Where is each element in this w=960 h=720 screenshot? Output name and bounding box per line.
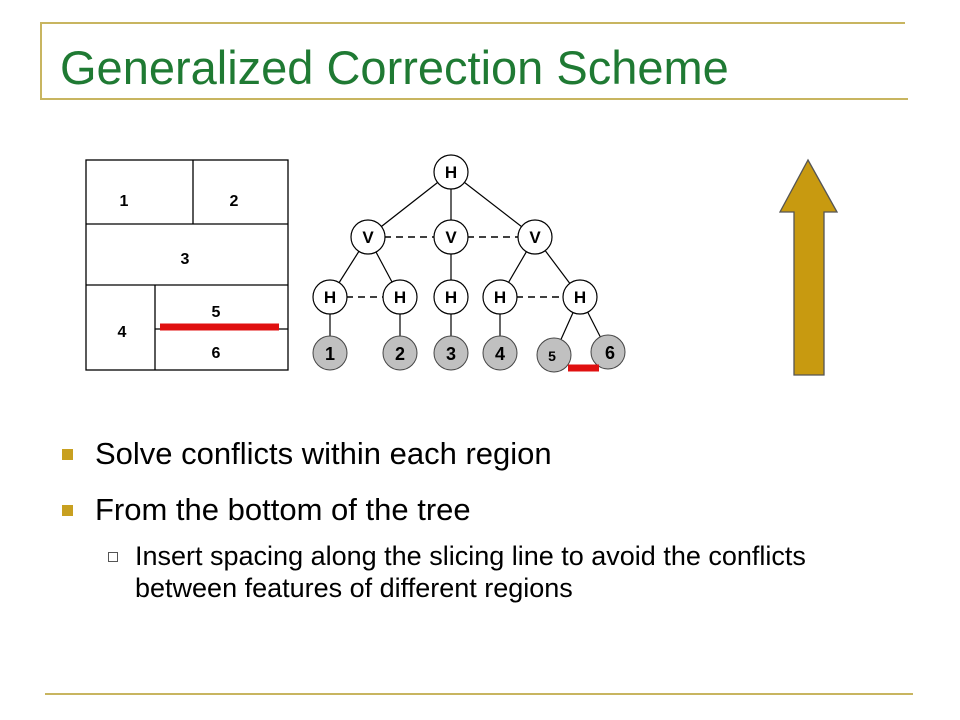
bullet-text: From the bottom of the tree [95, 492, 471, 527]
tree-node-root-label: H [445, 163, 457, 182]
tree-node-v1-label: V [362, 228, 374, 247]
tree-node-h5-label: H [574, 288, 586, 307]
frame-top-line [40, 22, 905, 24]
bullet-text: Solve conflicts within each region [95, 436, 552, 471]
tree-edges [329, 171, 609, 356]
region-label-4: 4 [118, 324, 127, 341]
hollow-square-bullet-icon [108, 552, 118, 562]
tree-node-h1-label: H [324, 288, 336, 307]
frame-vertical-line [40, 22, 42, 100]
tree-node-h5 [562, 279, 598, 315]
square-bullet-icon [62, 449, 73, 460]
tree-node-h4-label: H [494, 288, 506, 307]
leaf-label-5: 5 [548, 348, 556, 364]
bullet-item: From the bottom of the tree [60, 488, 910, 544]
tree-node-v2-label: V [445, 228, 457, 247]
region-label-3: 3 [181, 251, 190, 268]
bottom-up-arrow [778, 158, 839, 376]
tree-node-h3-label: H [445, 288, 457, 307]
tree-node-h3 [433, 279, 469, 315]
tree-node-root [433, 154, 469, 190]
square-bullet-icon [62, 505, 73, 516]
tree-node-h2-label: H [394, 288, 406, 307]
region-label-2: 2 [230, 193, 239, 210]
leaf-node-2 [382, 335, 418, 371]
sub-bullet-item: Insert spacing along the slicing line to… [60, 540, 910, 604]
leaf-label-4: 4 [495, 344, 505, 364]
leaf-node-5 [536, 337, 572, 373]
tree-node-h2 [382, 279, 418, 315]
leaf-label-6: 6 [605, 343, 615, 363]
sibling-dashed-links [346, 236, 564, 298]
leaf-node-4 [482, 335, 518, 371]
leaf-label-2: 2 [395, 344, 405, 364]
tree-node-h1 [312, 279, 348, 315]
sub-bullet-text: Insert spacing along the slicing line to… [135, 541, 806, 603]
tree-node-v3-label: V [529, 228, 541, 247]
tree-node-v1 [350, 219, 386, 255]
leaf-node-1 [312, 335, 348, 371]
leaf-node-6 [590, 334, 626, 370]
bullet-item: Solve conflicts within each region [60, 432, 910, 488]
title-underline [40, 98, 908, 100]
tree-node-v2 [433, 219, 469, 255]
region-label-1: 1 [120, 193, 129, 210]
page-title: Generalized Correction Scheme [60, 41, 729, 94]
bullet-list: Solve conflicts within each region From … [60, 432, 910, 604]
frame-bottom-line [45, 693, 913, 695]
tree-node-h4 [482, 279, 518, 315]
leaf-label-1: 1 [325, 344, 335, 364]
region-label-6: 6 [212, 345, 221, 362]
region-label-5: 5 [212, 304, 221, 321]
leaf-node-3 [433, 335, 469, 371]
tree-node-v3 [517, 219, 553, 255]
leaf-label-3: 3 [446, 344, 456, 364]
